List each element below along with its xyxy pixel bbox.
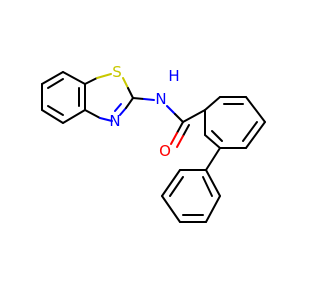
bond-inner bbox=[211, 130, 223, 142]
bond bbox=[166, 105, 176, 115]
bond bbox=[174, 113, 184, 123]
bond-inner bbox=[202, 176, 213, 197]
bond bbox=[127, 87, 134, 99]
bond bbox=[245, 96, 266, 123]
bond bbox=[204, 96, 221, 111]
bond bbox=[182, 124, 190, 137]
biphenyl-ring-lower bbox=[161, 147, 221, 223]
ring-nitrogen-atom-label: N bbox=[109, 112, 120, 130]
oxygen-atom-label: O bbox=[159, 142, 171, 160]
benzothiazole-ring bbox=[41, 71, 134, 124]
biphenyl-ring-upper bbox=[182, 96, 266, 149]
bond bbox=[41, 71, 64, 85]
bond bbox=[119, 107, 127, 116]
bond bbox=[161, 169, 181, 197]
bond-inner bbox=[47, 78, 64, 89]
bond-inner bbox=[114, 103, 122, 112]
bond bbox=[245, 121, 266, 149]
bond bbox=[96, 73, 112, 79]
bond bbox=[182, 109, 206, 123]
bond bbox=[161, 195, 181, 223]
amide-hydrogen-atom-label: H bbox=[168, 67, 179, 85]
bond bbox=[205, 169, 221, 197]
bond bbox=[204, 134, 221, 149]
bond bbox=[41, 109, 64, 124]
bond bbox=[170, 132, 178, 145]
bond bbox=[122, 77, 129, 89]
bond bbox=[99, 117, 113, 122]
bond bbox=[205, 147, 221, 171]
bond bbox=[62, 109, 86, 124]
bond bbox=[125, 97, 134, 109]
bond-inner bbox=[242, 121, 258, 142]
bond bbox=[176, 121, 184, 134]
atom-labels: S N N H O bbox=[109, 63, 179, 160]
bond bbox=[132, 97, 145, 100]
amide-linker bbox=[132, 97, 190, 148]
molecule-structure: S N N H O bbox=[41, 63, 266, 223]
bond bbox=[143, 98, 155, 101]
bond bbox=[205, 195, 221, 223]
bond-inner bbox=[47, 105, 64, 116]
amide-nitrogen-atom-label: N bbox=[155, 90, 166, 108]
sulfur-atom-label: S bbox=[112, 63, 122, 81]
bond bbox=[62, 71, 86, 85]
bond bbox=[176, 135, 184, 148]
bond bbox=[84, 109, 101, 119]
bond bbox=[84, 77, 98, 85]
bond-inner bbox=[169, 176, 184, 197]
